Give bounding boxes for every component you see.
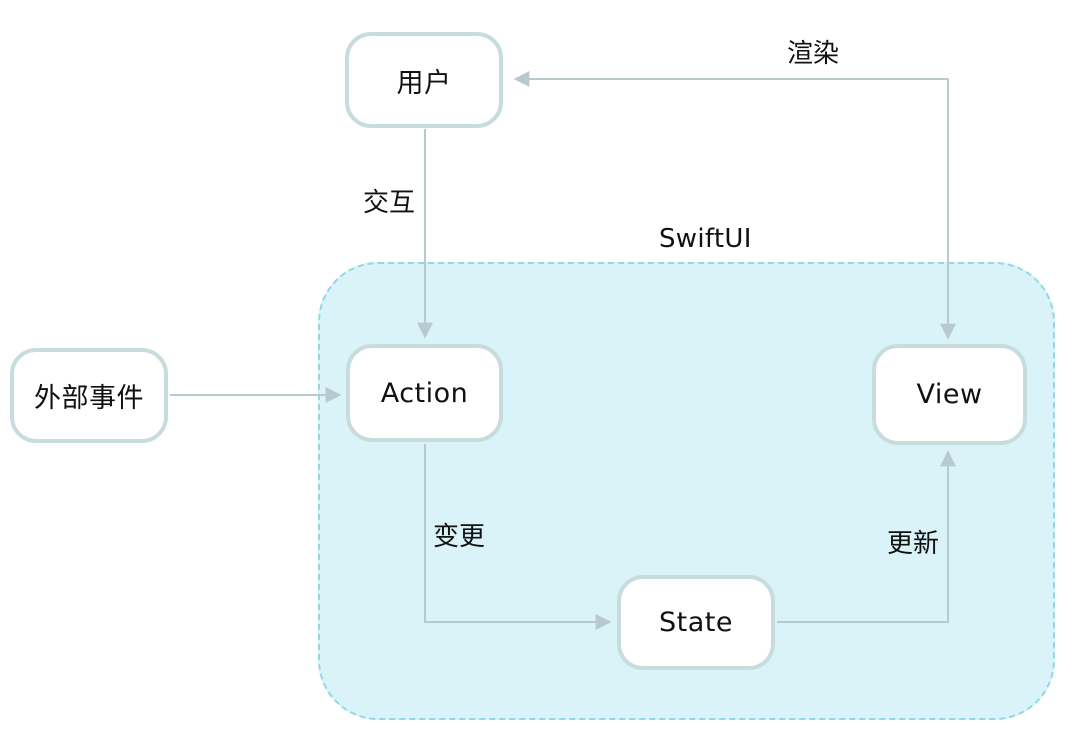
edge-label-render: 渲染 bbox=[787, 39, 840, 69]
edge-update-line bbox=[777, 450, 956, 623]
node-view-label: View bbox=[916, 379, 983, 410]
swiftui-container-label: SwiftUI bbox=[659, 224, 752, 254]
node-external-event: 外部事件 bbox=[10, 348, 168, 443]
node-view: View bbox=[872, 344, 1027, 445]
edge-label-update: 更新 bbox=[887, 529, 940, 559]
node-user-label: 用户 bbox=[396, 67, 452, 99]
node-action: Action bbox=[346, 344, 503, 442]
node-action-label: Action bbox=[380, 377, 469, 409]
node-external-event-label: 外部事件 bbox=[34, 383, 144, 414]
node-user: 用户 bbox=[345, 32, 503, 128]
edge-render-line bbox=[513, 71, 956, 340]
edge-label-change: 变更 bbox=[433, 522, 486, 552]
node-state-label: State bbox=[659, 607, 733, 638]
edge-label-interact: 交互 bbox=[363, 188, 416, 218]
node-state: State bbox=[617, 575, 775, 670]
edge-change-line bbox=[424, 444, 612, 630]
